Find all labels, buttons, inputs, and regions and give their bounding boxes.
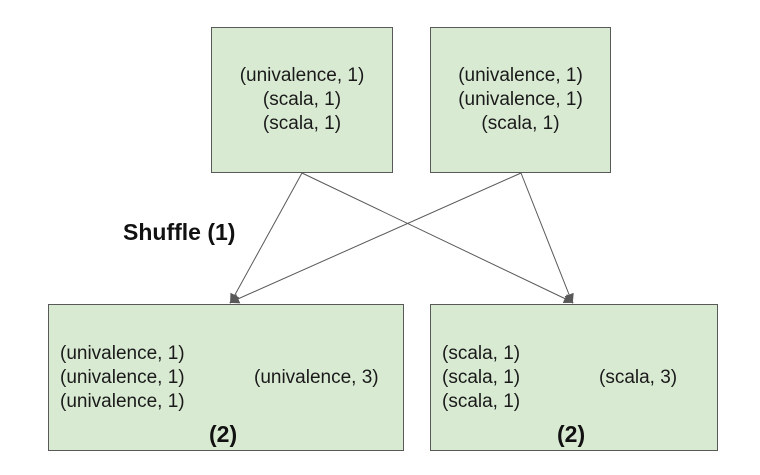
pair-text: (scala, 1) [481, 113, 560, 134]
mapper-box-2: (univalence, 1) (univalence, 1) (scala, … [430, 27, 611, 173]
pair-text: (univalence, 1) [239, 65, 365, 86]
reducer-1-inputs: (univalence, 1) (univalence, 1) (univale… [60, 342, 185, 414]
pair-text: (univalence, 1) [458, 89, 583, 110]
mapper-2-pairs: (univalence, 1) (univalence, 1) (scala, … [431, 64, 610, 136]
reducer-box-1: (univalence, 1) (univalence, 1) (univale… [48, 304, 404, 451]
reduce-step-label: (2) [209, 421, 238, 447]
mapper-box-1: (univalence, 1) (scala, 1) (scala, 1) [211, 27, 393, 173]
reducer-box-2: (scala, 1) (scala, 1) (scala, 1) (scala,… [430, 304, 718, 451]
pair-text: (univalence, 1) [60, 367, 185, 388]
reduce-step-label: (2) [557, 421, 586, 447]
pair-text: (scala, 1) [262, 113, 342, 134]
pair-text: (scala, 1) [442, 367, 521, 388]
arrow-mapper2-to-reducer1 [229, 172, 522, 304]
reducer-2-inputs: (scala, 1) (scala, 1) (scala, 1) [442, 342, 520, 414]
pair-text: (univalence, 1) [458, 65, 583, 86]
arrow-mapper2-to-reducer2 [520, 172, 574, 304]
reducer-2-result: (scala, 3) [599, 367, 678, 388]
pair-text: (scala, 1) [442, 343, 521, 364]
pair-text: (univalence, 1) [60, 343, 185, 364]
pair-text: (scala, 1) [262, 89, 342, 110]
reducer-1-result: (univalence, 3) [254, 367, 379, 388]
pair-text: (univalence, 1) [60, 391, 185, 412]
pair-text: (scala, 1) [442, 391, 521, 412]
arrow-mapper1-to-reducer2 [301, 172, 574, 304]
arrow-mapper1-to-reducer1 [230, 172, 303, 304]
mapper-1-pairs: (univalence, 1) (scala, 1) (scala, 1) [212, 64, 392, 136]
shuffle-label: Shuffle (1) [123, 219, 236, 245]
